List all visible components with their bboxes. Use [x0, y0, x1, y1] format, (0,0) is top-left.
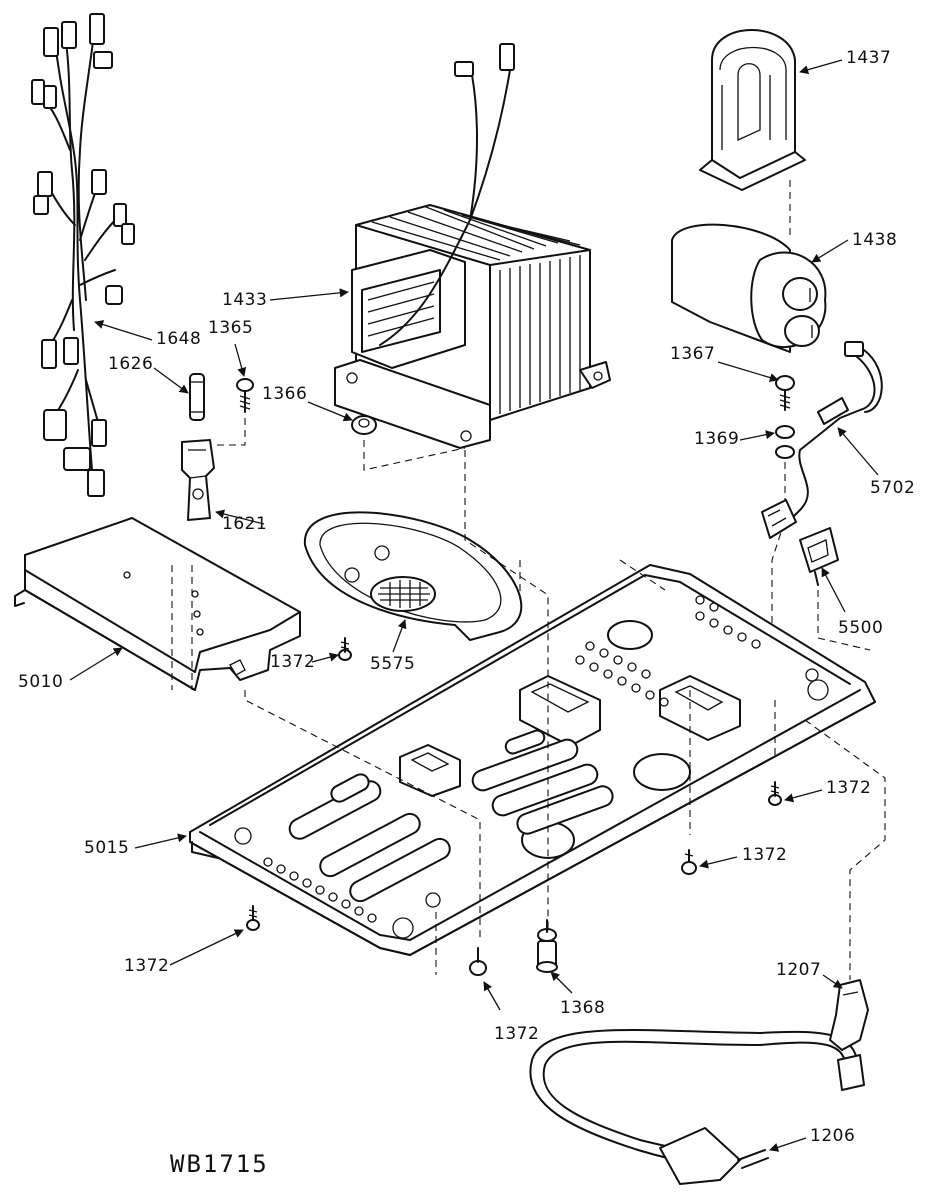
screw-1365 [236, 378, 254, 413]
screw-1372-d [246, 905, 260, 931]
label-5010: 5010 [18, 672, 64, 692]
label-1367: 1367 [670, 344, 716, 364]
label-5575: 5575 [370, 654, 416, 674]
thermal-cutout-5500 [799, 527, 839, 586]
label-1626: 1626 [108, 354, 154, 374]
label-5702: 5702 [870, 478, 916, 498]
label-1368: 1368 [560, 998, 606, 1018]
wire-harness-1648 [31, 13, 135, 497]
screw-1372-c [681, 849, 697, 875]
transformer-1433 [334, 43, 611, 449]
power-cord-1206 [529, 1028, 865, 1185]
cover-plate-5010 [14, 517, 301, 691]
fuse-1626 [189, 373, 205, 421]
label-1372-e: 1372 [494, 1024, 540, 1044]
capacitor-clamp-1437 [699, 29, 806, 191]
label-5500: 5500 [838, 618, 884, 638]
label-5015: 5015 [84, 838, 130, 858]
screw-1372-b [768, 781, 782, 806]
screw-1372-e [469, 947, 487, 976]
nut-1366 [351, 415, 377, 435]
base-plate-5015 [189, 564, 876, 956]
capacitor-1438 [671, 223, 827, 353]
label-1372-c: 1372 [742, 845, 788, 865]
leader-arrows [69, 59, 879, 1152]
washer-1369 [775, 425, 795, 459]
label-1372-b: 1372 [826, 778, 872, 798]
label-1438: 1438 [852, 230, 898, 250]
screw-1372-a [338, 637, 352, 661]
screw-1367 [775, 375, 795, 411]
diagram-code: WB1715 [170, 1150, 269, 1178]
diode-assembly-5702 [761, 341, 883, 539]
label-1369: 1369 [694, 429, 740, 449]
label-1206: 1206 [810, 1126, 856, 1146]
label-1648: 1648 [156, 329, 202, 349]
bolt-1368 [536, 919, 558, 973]
label-1621: 1621 [222, 514, 268, 534]
strain-relief-1207 [829, 979, 869, 1051]
stirrer-cover-5575 [303, 511, 523, 641]
label-1365: 1365 [208, 318, 254, 338]
label-1433: 1433 [222, 290, 268, 310]
label-1366: 1366 [262, 384, 308, 404]
fuse-holder-1621 [181, 439, 215, 521]
label-1372-a: 1372 [270, 652, 316, 672]
label-1437: 1437 [846, 48, 892, 68]
label-1207: 1207 [776, 960, 822, 980]
label-1372-d: 1372 [124, 956, 170, 976]
